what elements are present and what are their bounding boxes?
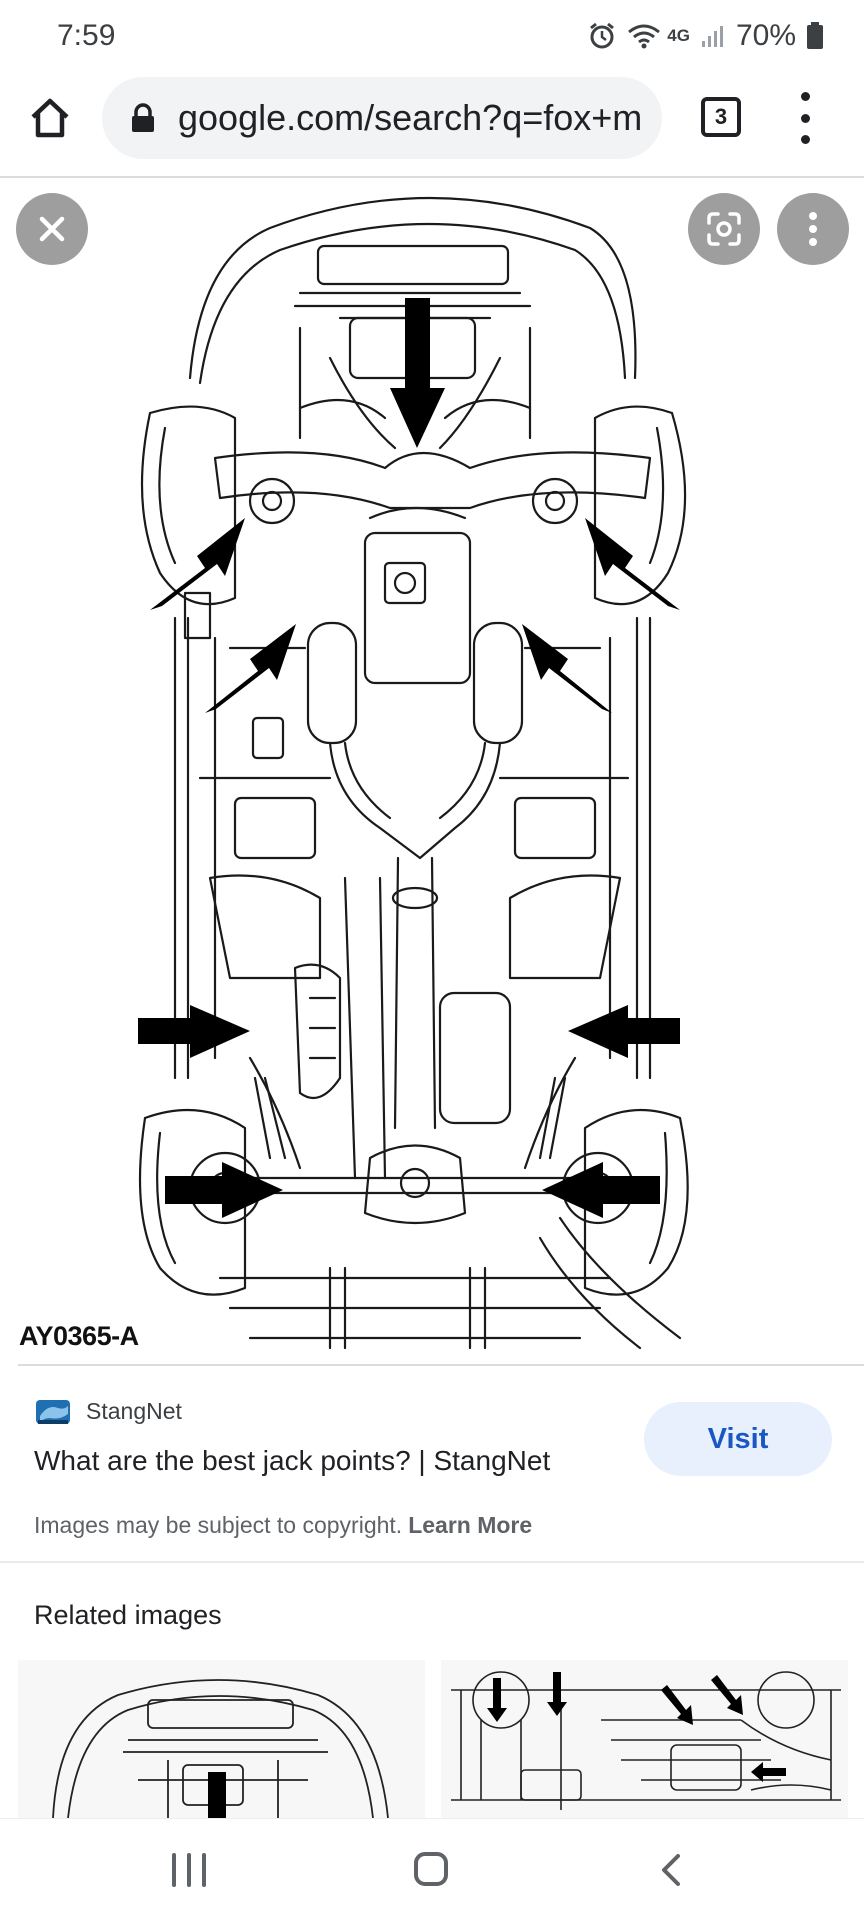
image-viewer[interactable]: AY0365-A bbox=[0, 178, 864, 1366]
jack-point-arrow bbox=[568, 1005, 680, 1058]
lens-icon bbox=[707, 212, 741, 246]
address-bar[interactable]: google.com/search?q=fox+m bbox=[102, 77, 662, 159]
toolbar-divider bbox=[0, 176, 864, 178]
status-time: 7:59 bbox=[57, 19, 116, 52]
viewer-divider bbox=[18, 1364, 864, 1366]
network-type: 4G bbox=[667, 26, 690, 45]
jack-point-arrow bbox=[585, 518, 680, 610]
jack-point-arrow bbox=[138, 1005, 250, 1058]
status-bar: 7:59 4G 70% bbox=[0, 0, 864, 72]
related-images-heading: Related images bbox=[34, 1600, 222, 1630]
jack-point-arrow bbox=[542, 1162, 660, 1218]
related-image-thumbnail[interactable] bbox=[18, 1660, 425, 1818]
recents-icon-bar bbox=[202, 1853, 206, 1887]
visit-button[interactable]: Visit bbox=[644, 1402, 832, 1476]
battery-icon bbox=[807, 22, 823, 49]
recents-icon-bar bbox=[187, 1853, 191, 1887]
jack-point-arrow bbox=[165, 1162, 283, 1218]
related-image-thumbnail[interactable] bbox=[441, 1660, 848, 1818]
android-nav-bar bbox=[0, 1818, 864, 1920]
stangnet-logo-icon bbox=[36, 1400, 70, 1424]
figure-code: AY0365-A bbox=[19, 1321, 139, 1351]
jack-point-arrow bbox=[522, 624, 612, 713]
menu-dot bbox=[800, 92, 810, 101]
browser-menu-button[interactable] bbox=[790, 92, 820, 144]
more-vert-icon bbox=[809, 212, 817, 246]
result-title-link[interactable]: What are the best jack points? | StangNe… bbox=[34, 1445, 551, 1476]
lens-button[interactable] bbox=[688, 193, 760, 265]
jack-point-arrow bbox=[205, 624, 296, 713]
url-text: google.com/search?q=fox+m bbox=[178, 97, 643, 138]
underbody-diagram bbox=[138, 196, 689, 1350]
recents-icon-bar bbox=[172, 1853, 176, 1887]
jack-point-arrow bbox=[150, 518, 245, 610]
jack-point-arrow bbox=[390, 298, 445, 448]
back-icon[interactable] bbox=[656, 1852, 690, 1888]
recents-button[interactable] bbox=[172, 1853, 206, 1887]
tab-switcher-button[interactable]: 3 bbox=[701, 97, 741, 137]
status-icons: 4G 70% bbox=[587, 19, 824, 53]
tab-count: 3 bbox=[714, 104, 728, 129]
related-thumbnail-drawing bbox=[52, 1679, 389, 1818]
menu-dot bbox=[800, 135, 810, 144]
menu-dot bbox=[800, 113, 810, 123]
learn-more-link[interactable]: Learn More bbox=[408, 1512, 533, 1538]
close-icon bbox=[39, 216, 65, 242]
source-site[interactable]: StangNet bbox=[34, 1394, 182, 1428]
battery-percent: 70% bbox=[735, 19, 796, 52]
related-thumbnail-drawing bbox=[451, 1671, 841, 1810]
signal-icon bbox=[701, 26, 723, 47]
home-button[interactable] bbox=[26, 94, 74, 142]
image-more-button[interactable] bbox=[777, 193, 849, 265]
lock-icon bbox=[128, 103, 158, 133]
info-divider bbox=[0, 1561, 864, 1563]
browser-toolbar: google.com/search?q=fox+m 3 bbox=[0, 72, 864, 176]
alarm-icon bbox=[590, 22, 615, 49]
source-name: StangNet bbox=[86, 1397, 182, 1424]
home-icon bbox=[31, 98, 69, 138]
copyright-notice: Images may be subject to copyright.Learn… bbox=[34, 1512, 532, 1539]
home-nav-button[interactable] bbox=[414, 1852, 448, 1886]
close-button[interactable] bbox=[16, 193, 88, 265]
wifi-icon bbox=[628, 24, 661, 49]
copyright-text: Images may be subject to copyright. bbox=[34, 1512, 403, 1538]
